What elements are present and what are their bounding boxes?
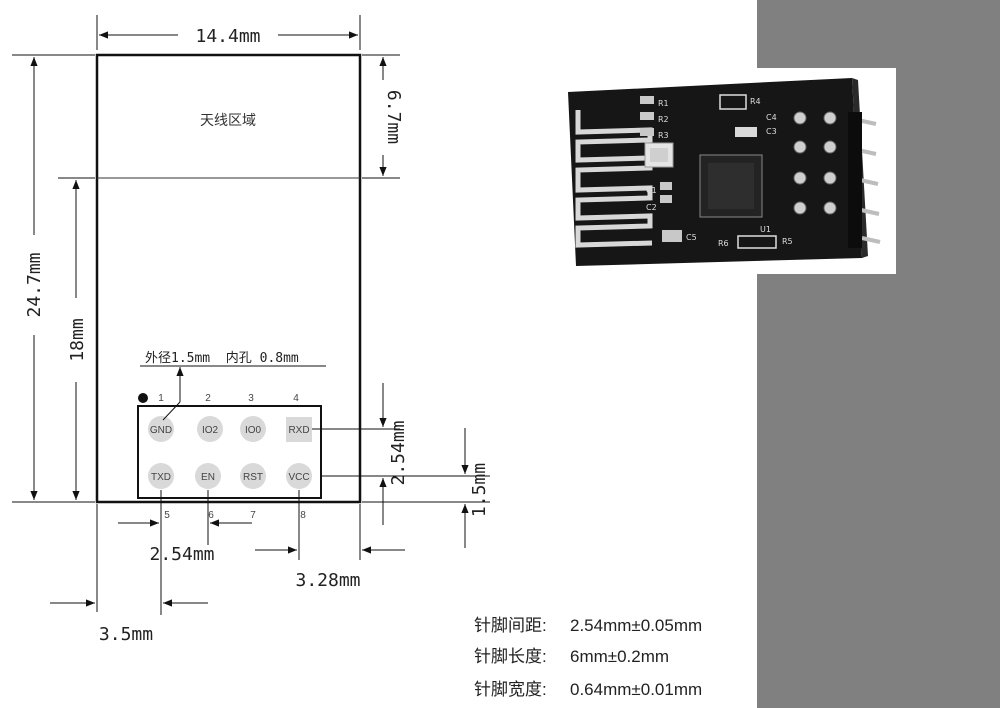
antenna-trace [575, 110, 653, 248]
dim-right-offset-label: 3.28mm [295, 570, 360, 591]
antenna-area-label: 天线区域 [200, 113, 256, 129]
pin-label-en: EN [201, 472, 215, 483]
silk-r3: R3 [658, 131, 669, 140]
spec-width-value: 0.64mm±0.01mm [570, 680, 702, 699]
pin1-marker [138, 393, 148, 403]
pin-label-vcc: VCC [288, 472, 309, 483]
silk-r5: R5 [782, 237, 793, 246]
silk-r4: R4 [750, 97, 761, 106]
dim-antenna-height-label: 6.7mm [383, 90, 404, 144]
dim-pin-pitch-v-label: 2.54mm [388, 420, 409, 485]
dim-height [12, 54, 95, 503]
spec-pitch-label: 针脚间距: [474, 616, 547, 635]
pin-label-gnd: GND [150, 425, 172, 436]
silk-c5: C5 [686, 233, 697, 242]
pin-number-5: 5 [164, 510, 170, 521]
dim-body-height-label: 18mm [67, 318, 88, 361]
dim-left-offset-label: 3.5mm [99, 624, 153, 645]
pin-label-rst: RST [243, 472, 263, 483]
pcb-photo: R1 R2 R3 R4 R5 R6 C1 C2 C3 C4 C5 U1 [554, 68, 896, 274]
spec-length-label: 针脚长度: [474, 647, 547, 666]
bottom-extensions [96, 490, 361, 615]
silk-r2: R2 [658, 115, 669, 124]
pin-number-6: 6 [208, 510, 214, 521]
pin-label-io0: IO0 [245, 425, 262, 436]
silk-u1: U1 [760, 225, 771, 234]
dim-bottom-offset [362, 428, 490, 548]
pin-label-io2: IO2 [202, 425, 219, 436]
silk-c4: C4 [766, 113, 777, 122]
dim-height-label: 24.7mm [24, 252, 45, 317]
pin-label-txd: TXD [151, 472, 171, 483]
pin-number-8: 8 [300, 510, 306, 521]
pin-number-2: 2 [205, 393, 211, 404]
silk-c2: C2 [646, 203, 657, 212]
pin-label-rxd: RXD [288, 425, 309, 436]
dim-width-label: 14.4mm [195, 26, 260, 47]
hole-note: 外径1.5mm 内孔 0.8mm [145, 350, 299, 366]
dim-body-height [58, 177, 95, 500]
pin-number-7: 7 [250, 510, 256, 521]
dim-pin-pitch-h-label: 2.54mm [149, 544, 214, 565]
dim-antenna-height [362, 54, 400, 179]
silk-c1: C1 [646, 186, 657, 195]
pin-number-4: 4 [293, 393, 299, 404]
spec-pitch-value: 2.54mm±0.05mm [570, 616, 702, 635]
dim-bottom-offset-label: 1.5mm [469, 463, 490, 517]
dim-width [96, 15, 361, 50]
pin-number-1: 1 [158, 393, 164, 404]
pin-number-3: 3 [248, 393, 254, 404]
header-pins [793, 111, 837, 215]
silk-r6: R6 [718, 239, 729, 248]
spec-length-value: 6mm±0.2mm [570, 647, 669, 666]
pin-header [137, 393, 322, 499]
hole-leader [140, 365, 326, 421]
silk-r1: R1 [658, 99, 669, 108]
spec-width-label: 针脚宽度: [474, 680, 547, 699]
silk-c3: C3 [766, 127, 777, 136]
